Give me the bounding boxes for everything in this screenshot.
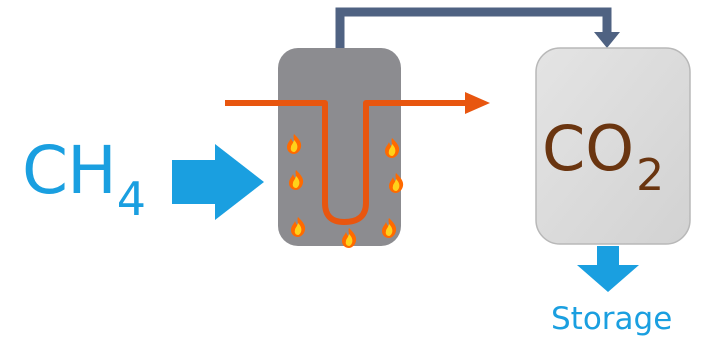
co2-label-main: CO	[542, 112, 635, 185]
methane-label: CH4	[22, 138, 146, 223]
storage-label: Storage	[551, 301, 673, 337]
gas-transfer-pipe	[335, 7, 612, 50]
co2-label: CO2	[542, 118, 664, 198]
heat-exchanger-tube	[225, 100, 465, 225]
tube-outlet-arrowhead-icon	[465, 92, 490, 114]
reactor-vessel	[278, 48, 401, 246]
storage-arrow-icon	[577, 246, 639, 292]
methane-label-subscript: 4	[116, 172, 146, 226]
co2-tank	[535, 47, 691, 245]
methane-label-main: CH	[22, 132, 117, 209]
co2-label-subscript: 2	[636, 150, 665, 201]
pipe-arrowhead-icon	[594, 32, 620, 48]
methane-inlet-arrow-icon	[172, 144, 264, 220]
